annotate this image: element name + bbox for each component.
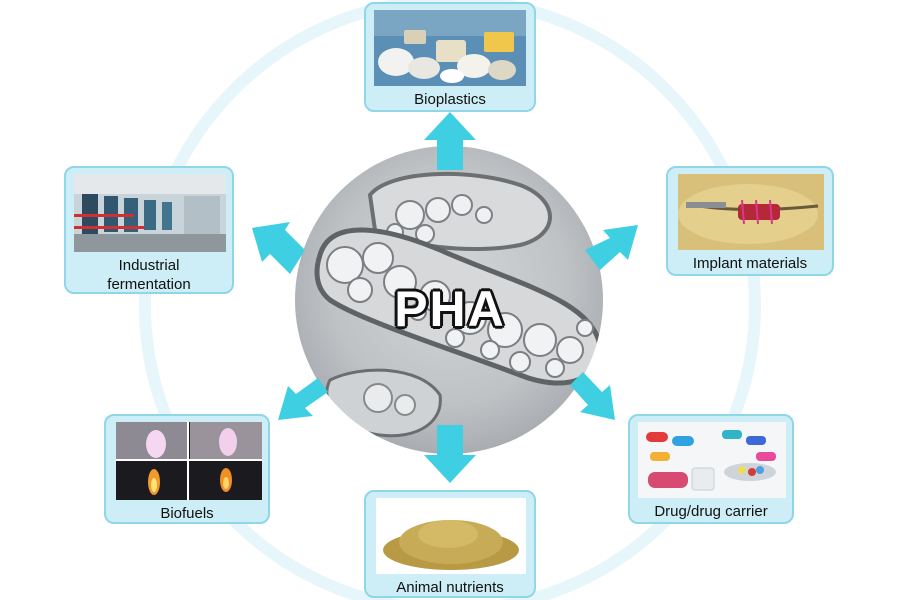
node-animal-nutrients: Animal nutrients <box>364 490 536 598</box>
center-label: PHA <box>394 281 506 337</box>
implant-materials-image <box>678 174 824 250</box>
node-bioplastics: Bioplastics <box>364 2 536 112</box>
animal-nutrients-image <box>376 498 526 574</box>
biofuels-image <box>116 422 262 500</box>
node-industrial-fermentation: Industrial fermentation <box>64 166 234 294</box>
bioplastics-label: Bioplastics <box>414 91 486 108</box>
bioplastics-image <box>374 10 526 86</box>
arrow-to-bioplastics <box>424 112 476 170</box>
drug-carrier-label: Drug/drug carrier <box>654 503 768 520</box>
arrow-to-animal-nutrients <box>424 425 476 483</box>
arrow-to-biofuels <box>278 378 328 420</box>
implant-materials-label: Implant materials <box>692 255 808 272</box>
background-ring <box>139 0 761 600</box>
node-drug-carrier: Drug/drug carrier <box>628 414 794 524</box>
industrial-fermentation-label-line2: fermentation <box>107 276 191 293</box>
industrial-fermentation-label-line1: Industrial <box>118 257 180 274</box>
arrow-to-drug-carrier <box>570 372 615 420</box>
industrial-fermentation-image <box>74 174 226 252</box>
animal-nutrients-label: Animal nutrients <box>396 579 504 596</box>
arrow-to-implant-materials <box>585 225 638 270</box>
node-biofuels: Biofuels <box>104 414 270 524</box>
arrows <box>252 112 638 483</box>
node-implant-materials: Implant materials <box>666 166 834 276</box>
drug-carrier-image <box>638 422 786 498</box>
arrow-to-industrial-fermentation <box>252 222 305 274</box>
biofuels-label: Biofuels <box>160 505 214 522</box>
